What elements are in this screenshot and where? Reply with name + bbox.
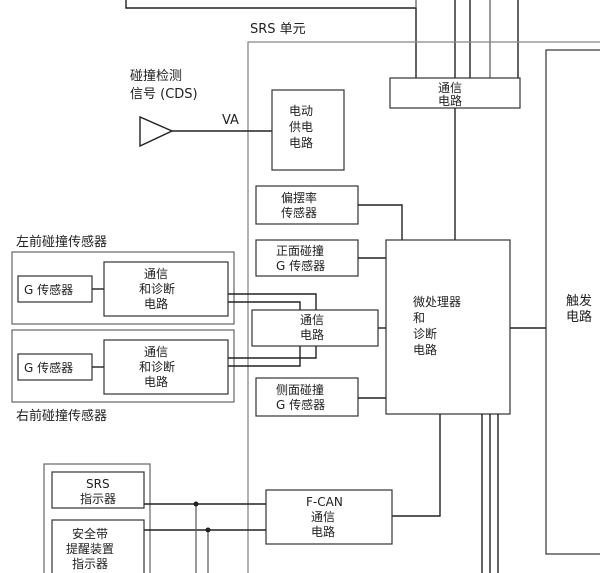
microprocessor-label: 微处理器 和 诊断 电路: [413, 295, 465, 357]
indicator-group: [43, 463, 151, 573]
yaw-rate-sensor-label: 偏摆率 传感器: [281, 190, 321, 220]
left-front-sensor-title: 左前碰撞传感器: [16, 234, 107, 250]
left-g-sensor-label: G 传感器: [24, 282, 73, 297]
right-comm-diag-block: [103, 339, 229, 395]
side-g-sensor-block: [255, 377, 359, 417]
left-comm-diag-block: [103, 261, 229, 317]
comm-circuit-mid-block: [251, 309, 379, 347]
fcan-comm-block: [265, 489, 393, 545]
right-g-sensor-block: [17, 353, 93, 381]
microprocessor-block: [385, 239, 511, 415]
right-front-sensor-title: 右前碰撞传感器: [16, 408, 107, 424]
left-front-sensor-group: [11, 251, 235, 325]
side-g-sensor-label: 侧面碰撞 G 传感器: [276, 382, 328, 412]
seatbelt-indicator-block: [51, 519, 145, 573]
top-wires: [125, 0, 519, 80]
cds-signal-label: 碰撞检测 信号 (CDS): [130, 69, 198, 102]
srs-unit-label: SRS 单元: [250, 22, 306, 37]
comm-circuit-mid-label: 通信 电路: [300, 313, 328, 342]
left-comm-diag-label: 通信 和诊断 电路: [139, 267, 179, 311]
front-g-sensor-label: 正面碰撞 G 传感器: [276, 243, 328, 273]
fcan-comm-label: F-CAN 通信 电路: [306, 495, 347, 539]
power-supply-label: 电动 供电 电路: [289, 104, 317, 150]
trigger-circuit-block: [545, 49, 600, 555]
comm-circuit-top-label: 通信 电路: [438, 81, 466, 108]
junction-dot: [193, 501, 199, 507]
trigger-circuit-label: 触发 电路: [566, 293, 596, 325]
seatbelt-indicator-label: 安全带 提醒装置 指示器: [66, 526, 118, 571]
srs-unit-outline: [247, 41, 600, 573]
junction-dot: [205, 527, 211, 533]
left-g-sensor-block: [17, 275, 93, 303]
va-label: VA: [222, 113, 239, 128]
front-g-sensor-block: [255, 239, 359, 277]
srs-indicator-label: SRS 指示器: [80, 477, 116, 506]
right-comm-diag-label: 通信 和诊断 电路: [139, 345, 179, 389]
power-supply-block: [271, 89, 345, 171]
right-g-sensor-label: G 传感器: [24, 360, 73, 375]
cds-input-triangle: [139, 115, 174, 148]
srs-indicator-block: [51, 471, 145, 509]
